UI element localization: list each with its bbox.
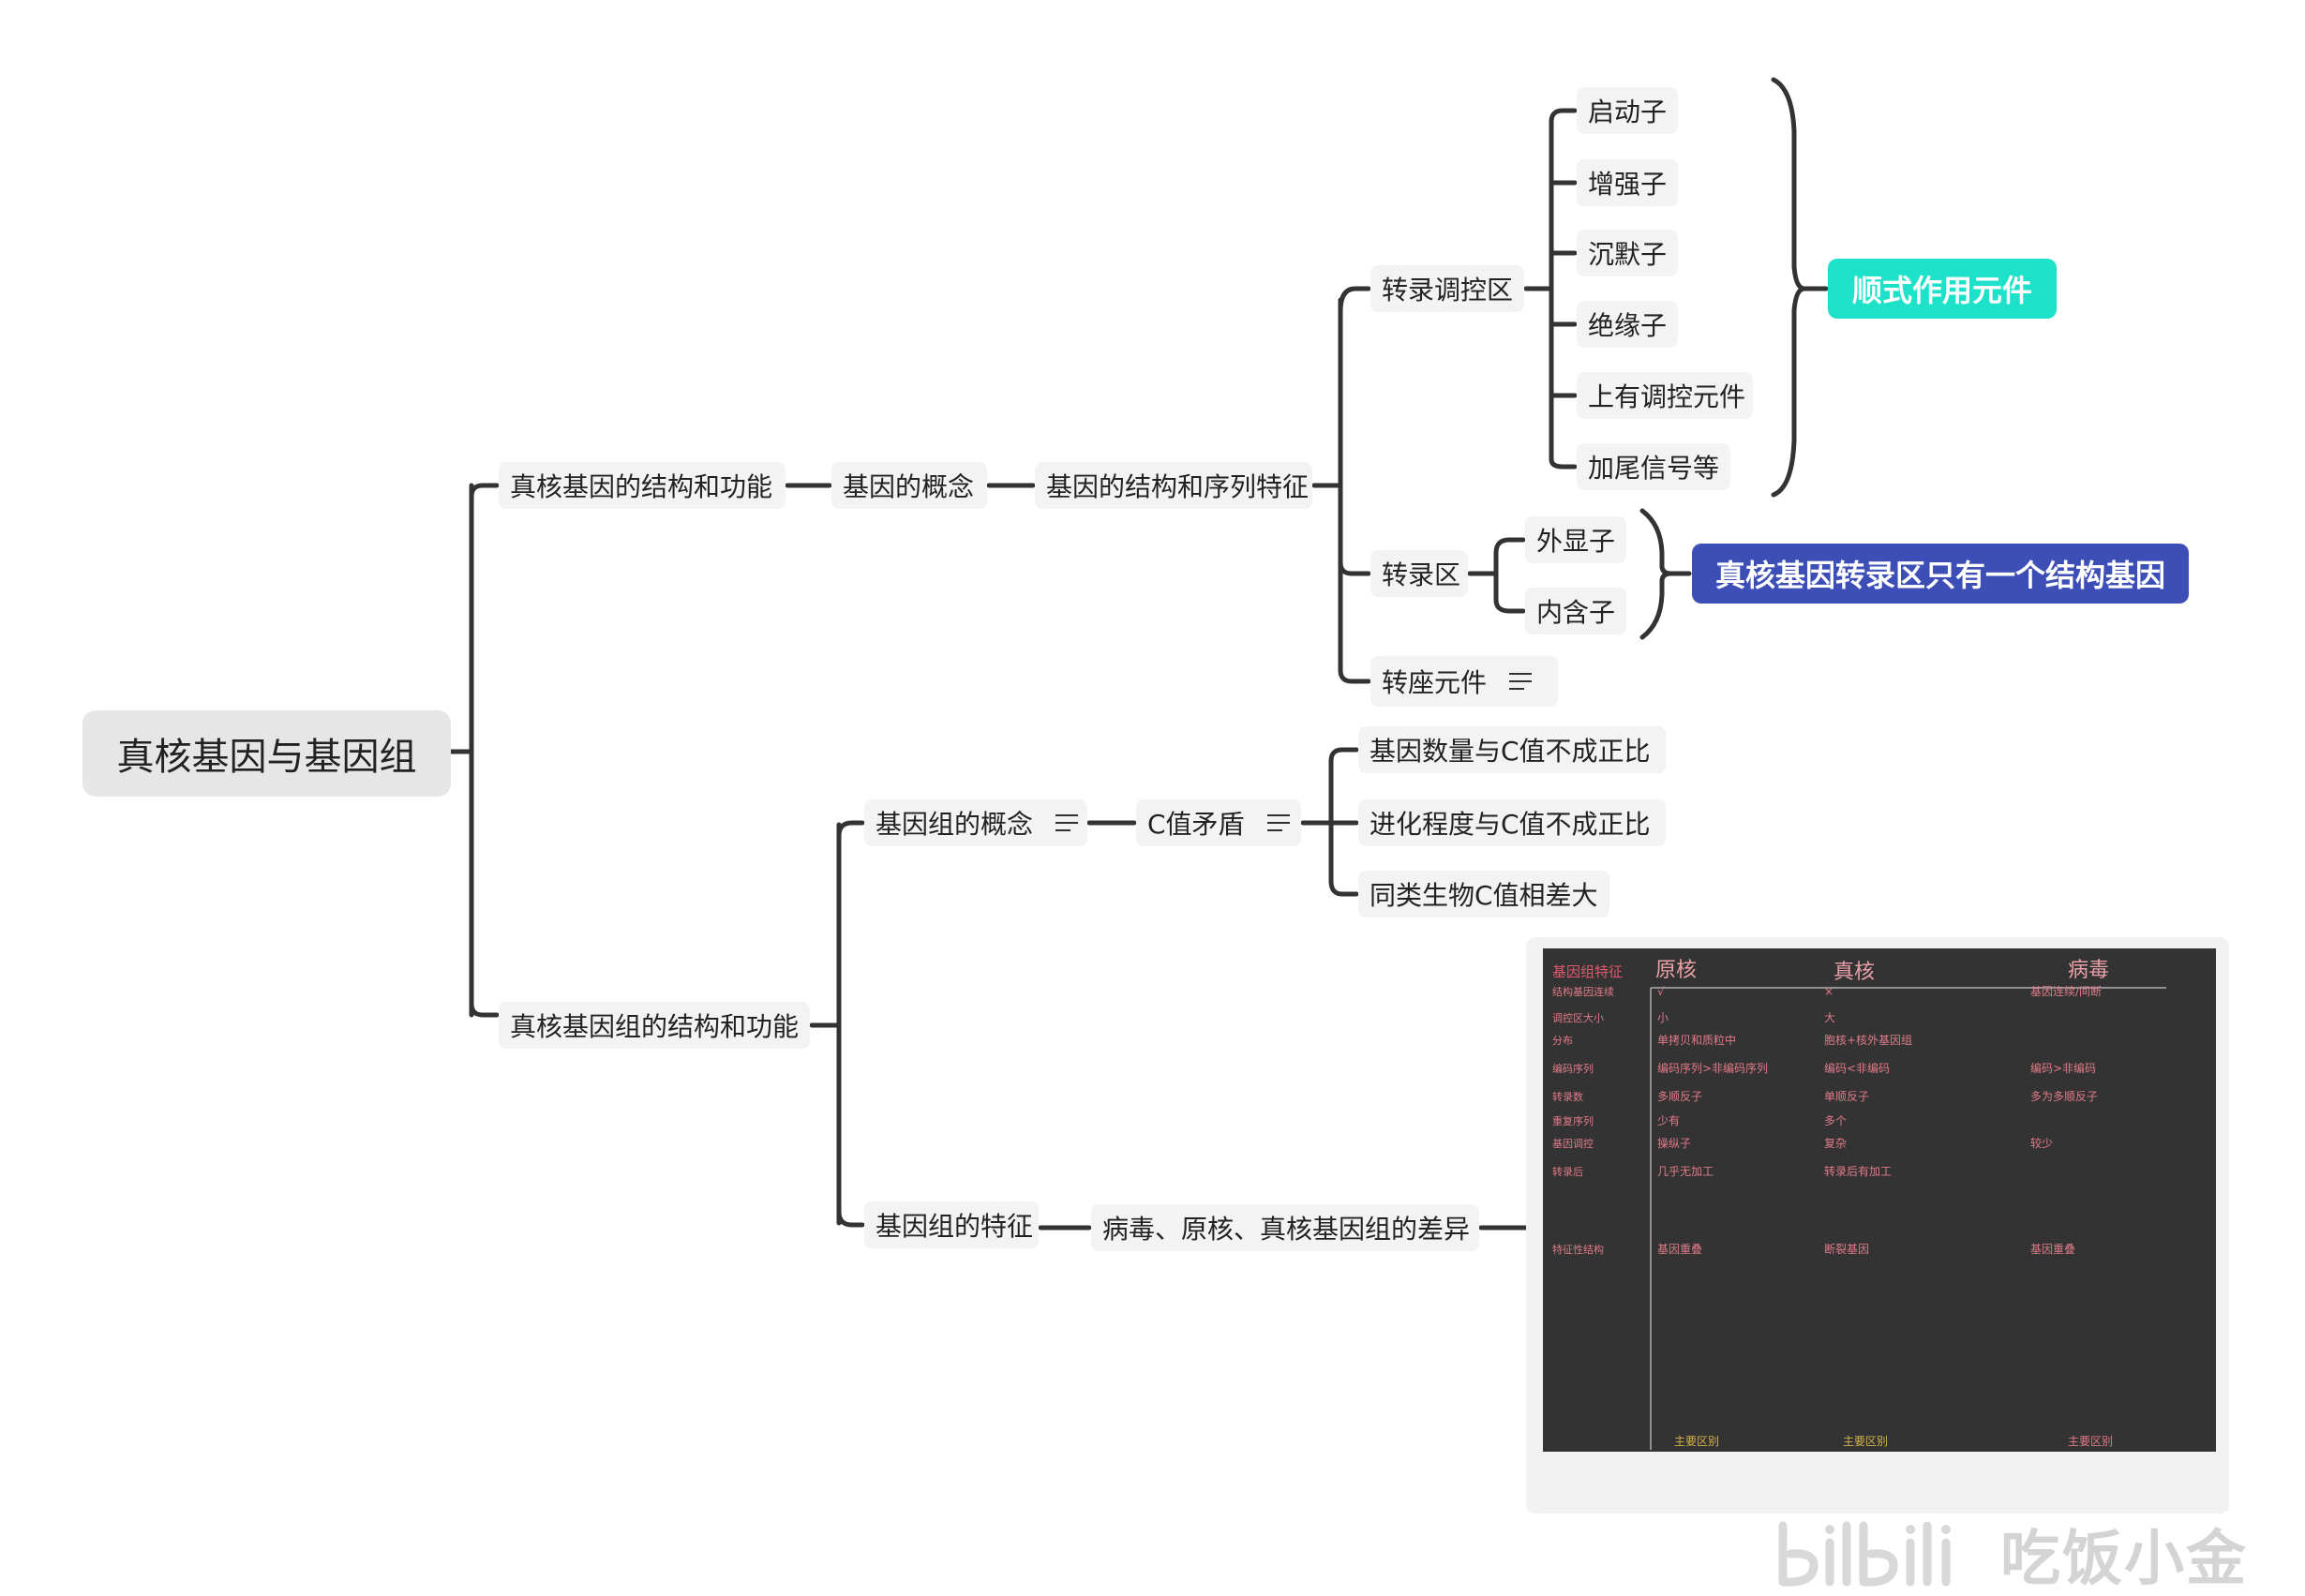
chalk-cell: 重复序列 [1552, 1114, 1594, 1127]
note-icon[interactable] [1266, 814, 1290, 831]
chalk-cell: 复杂 [1824, 1137, 1847, 1150]
chalk-cell: 少有 [1657, 1114, 1680, 1127]
chalk-cell: 单顺反子 [1824, 1090, 1869, 1103]
chalk-cell: 转录后有加工 [1824, 1164, 1892, 1178]
note-icon[interactable] [1509, 673, 1533, 690]
chalk-highlight-2: 主要区别 [1843, 1435, 1888, 1448]
chalk-cell: 多个 [1824, 1114, 1847, 1127]
chalk-cell: 断裂基因 [1824, 1242, 1869, 1256]
topic-transcription-regulatory-region[interactable]: 转录调控区 [1370, 265, 1524, 312]
chalk-cell: 特征性结构 [1552, 1243, 1604, 1256]
genome-concept-label: 基因组的概念 [876, 809, 1034, 840]
summary-cis-acting-elements[interactable]: 顺式作用元件 [1828, 259, 2057, 319]
topic-genome-features[interactable]: 基因组的特征 [864, 1201, 1039, 1248]
item-same-class-c-value-diff[interactable]: 同类生物C值相差大 [1358, 871, 1609, 917]
item-enhancer[interactable]: 增强子 [1577, 159, 1678, 206]
topic-c-value-paradox[interactable]: C值矛盾 [1136, 799, 1301, 846]
connector-structure-transposon [1338, 667, 1371, 684]
chalk-cell: 调控区大小 [1552, 1011, 1604, 1024]
item-upstream-regulatory-element[interactable]: 上有调控元件 [1577, 372, 1753, 419]
chalkboard-table: 基因组特征 原核 真核 病毒 结构基因连续√×基因连续/间断调控区大小小大分布单… [1552, 959, 2166, 1450]
chalk-cell: 编码>非编码 [2030, 1061, 2096, 1075]
chalk-cell: 操纵子 [1657, 1136, 1691, 1150]
topic-eukaryotic-genome-structure[interactable]: 真核基因组的结构和功能 [499, 1002, 810, 1049]
chalk-header-virus: 病毒 [2068, 959, 2109, 982]
connector-transcribed-spine [1467, 550, 1499, 603]
topic-genome-concept[interactable]: 基因组的概念 [864, 799, 1087, 846]
chalk-cell: 结构基因连续 [1552, 985, 1614, 998]
c-value-paradox-label: C值矛盾 [1147, 809, 1245, 840]
item-insulator[interactable]: 绝缘子 [1577, 301, 1678, 348]
chalk-cell: 胞核+核外基因组 [1824, 1034, 1912, 1047]
topic-transcribed-region[interactable]: 转录区 [1370, 550, 1468, 597]
chalk-header-prokaryote: 原核 [1655, 959, 1697, 982]
root-topic[interactable]: 真核基因与基因组 [82, 710, 451, 797]
bilibili-logo-icon [1778, 1521, 1951, 1587]
chalk-cell: 基因重叠 [2030, 1243, 2075, 1256]
connector-b2-spine [809, 822, 842, 1226]
topic-eukaryotic-gene-structure[interactable]: 真核基因的结构和功能 [499, 462, 786, 509]
summary-single-structural-gene[interactable]: 真核基因转录区只有一个结构基因 [1692, 544, 2189, 604]
transposable-element-label: 转座元件 [1382, 667, 1488, 698]
chalk-cell: 基因重叠 [1657, 1243, 1702, 1256]
chalk-highlight-3: 主要区别 [2068, 1435, 2113, 1448]
chalk-cell: 多为多顺反子 [2030, 1090, 2098, 1103]
chalk-header-feature: 基因组特征 [1552, 963, 1623, 980]
connector-b2-concept [836, 820, 865, 839]
item-exon[interactable]: 外显子 [1525, 516, 1626, 563]
chalk-cell: × [1824, 985, 1834, 998]
chalk-cell: √ [1657, 985, 1665, 998]
chalk-cell: 多顺反子 [1657, 1090, 1702, 1103]
connector-root-spine [447, 483, 474, 1018]
chalk-cell: 编码序列 [1552, 1062, 1594, 1075]
chalk-cell: 单拷贝和质粒中 [1657, 1033, 1736, 1047]
item-evolution-vs-c-value[interactable]: 进化程度与C值不成正比 [1358, 799, 1666, 846]
connector-structure-spine [1311, 297, 1343, 673]
topic-gene-concept[interactable]: 基因的概念 [831, 462, 987, 509]
chalk-cell: 大 [1824, 1011, 1835, 1024]
connector-root-branch1 [469, 483, 500, 500]
chalk-header-eukaryote: 真核 [1834, 961, 1875, 984]
connector-structure-regulatory [1338, 286, 1371, 314]
note-icon[interactable] [1055, 814, 1079, 831]
topic-gene-structure-sequence[interactable]: 基因的结构和序列特征 [1035, 462, 1312, 509]
chalk-cell: 小 [1657, 1011, 1669, 1024]
connector-b2-features [836, 1209, 865, 1228]
item-silencer[interactable]: 沉默子 [1577, 230, 1678, 276]
item-polyadenylation-signal[interactable]: 加尾信号等 [1577, 443, 1730, 490]
chalk-cell: 基因调控 [1552, 1137, 1594, 1150]
topic-transposable-element[interactable]: 转座元件 [1370, 656, 1558, 707]
connector-cparadox-spine [1300, 758, 1334, 884]
item-promoter[interactable]: 启动子 [1577, 87, 1678, 134]
brace-regulatory [1771, 77, 1807, 498]
chalk-cell: 转录数 [1552, 1090, 1583, 1103]
watermark-text: 吃饭小金 [2000, 1524, 2248, 1594]
chalk-highlight-1: 主要区别 [1674, 1435, 1719, 1448]
connector-regulatory-spine [1523, 119, 1554, 462]
item-intron[interactable]: 内含子 [1525, 588, 1626, 634]
bilibili-watermark: 吃饭小金 [1772, 1514, 2297, 1594]
chalk-cell: 分布 [1552, 1035, 1573, 1047]
connector-root-branch2 [469, 1001, 500, 1018]
item-gene-count-vs-c-value[interactable]: 基因数量与C值不成正比 [1358, 726, 1666, 773]
brace-transcribed [1639, 508, 1673, 640]
chalk-cell: 基因连续/间断 [2030, 984, 2102, 998]
chalkboard-table-image: 基因组特征 原核 真核 病毒 结构基因连续√×基因连续/间断调控区大小小大分布单… [1543, 948, 2216, 1452]
chalk-cell: 几乎无加工 [1657, 1165, 1714, 1178]
connector-structure-transcribed [1338, 559, 1371, 576]
chalk-cell: 编码<非编码 [1824, 1061, 1890, 1075]
chalk-cell: 转录后 [1552, 1165, 1583, 1178]
chalk-cell: 编码序列>非编码序列 [1657, 1061, 1768, 1075]
chalk-cell: 较少 [2030, 1136, 2053, 1150]
topic-genome-differences[interactable]: 病毒、原核、真核基因组的差异 [1091, 1204, 1479, 1251]
